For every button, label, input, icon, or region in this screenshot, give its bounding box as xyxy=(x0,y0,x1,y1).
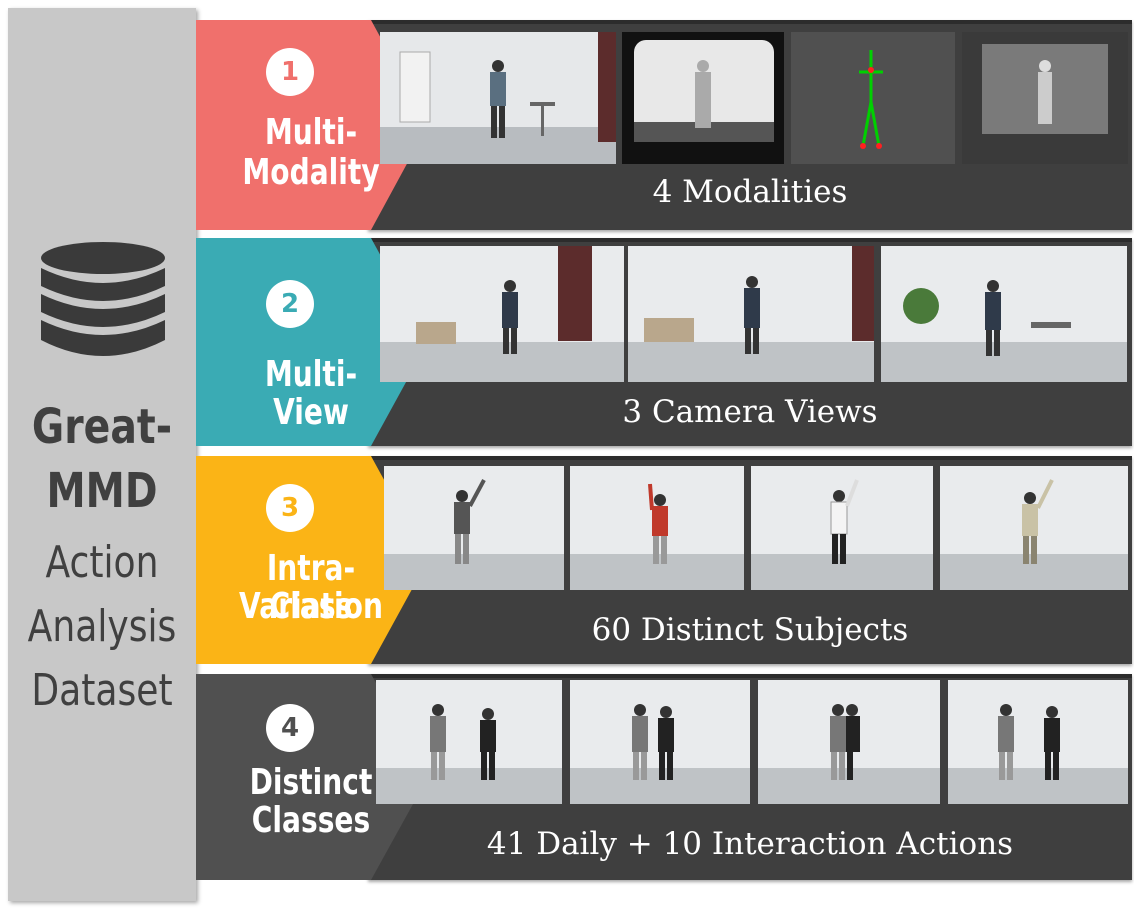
interaction-frame xyxy=(570,680,750,804)
subject-frame xyxy=(751,466,933,590)
row-caption: 3 Camera Views xyxy=(622,394,878,430)
step-number-badge: 3 xyxy=(266,484,314,532)
database-icon xyxy=(41,242,165,356)
arrow-label-line2: Variation xyxy=(239,586,383,627)
row-caption: 60 Distinct Subjects xyxy=(591,612,909,648)
arrow-label-line1: Multi-View xyxy=(264,354,358,433)
dataset-subtitle-line1: Action xyxy=(45,537,159,588)
subject-frame xyxy=(940,466,1128,590)
subject-frame xyxy=(570,466,744,590)
dataset-title-line2: MMD xyxy=(46,463,158,519)
arrow-label-line2: Classes xyxy=(251,800,371,841)
step-number-badge: 4 xyxy=(266,704,314,752)
interaction-frame xyxy=(376,680,562,804)
dataset-sidebar xyxy=(8,8,196,901)
arrow-label-line1: Distinct xyxy=(249,762,373,803)
row-caption: 4 Modalities xyxy=(652,174,848,210)
depth-frame xyxy=(622,32,784,164)
arrow-distinct-classes: 4 Distinct Classes xyxy=(196,674,436,880)
arrow-label-line1: Multi- xyxy=(264,112,358,153)
infrared-frame xyxy=(962,32,1128,164)
arrow-intra-class: 3 Intra-Class Variation xyxy=(196,456,436,664)
dataset-subtitle-line3: Dataset xyxy=(31,665,173,716)
arrow-multi-modality: 1 Multi- Modality xyxy=(196,20,436,230)
camera-view-frame xyxy=(628,246,874,382)
arrow-multi-view: 2 Multi-View xyxy=(196,238,436,446)
row-caption: 41 Daily + 10 Interaction Actions xyxy=(486,826,1014,862)
arrow-label-line2: Modality xyxy=(242,152,380,193)
step-number-badge: 1 xyxy=(266,48,314,96)
arrow-label-line1: Intra-Class xyxy=(266,548,356,627)
camera-view-frame xyxy=(881,246,1127,382)
skeleton-frame xyxy=(791,32,955,164)
rgb-frame xyxy=(380,32,616,164)
camera-view-frame xyxy=(380,246,624,382)
step-number-badge: 2 xyxy=(266,280,314,328)
interaction-frame xyxy=(948,680,1128,804)
dataset-title-line1: Great- xyxy=(31,399,173,455)
interaction-frame xyxy=(758,680,940,804)
dataset-subtitle-line2: Analysis xyxy=(27,601,177,652)
subject-frame xyxy=(384,466,564,590)
